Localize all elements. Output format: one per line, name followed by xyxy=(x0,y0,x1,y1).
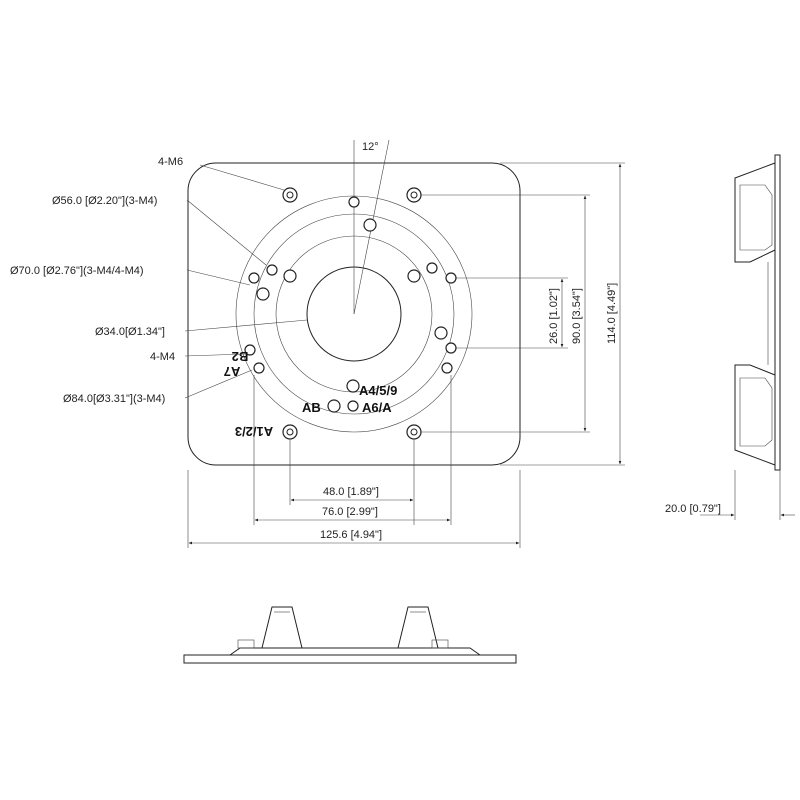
m4-hole-right-1 xyxy=(407,269,421,283)
m4-hole-left-2 xyxy=(266,264,278,276)
m4-hole-left-4 xyxy=(283,269,297,283)
label-a7: A7 xyxy=(224,364,241,379)
label-b2: B2 xyxy=(232,349,249,364)
front-view xyxy=(183,606,517,664)
m4-hole-left-3 xyxy=(256,287,270,301)
label-a6a: A6/A xyxy=(362,400,392,415)
m4-hole-left-6 xyxy=(253,362,265,374)
dim-90: 90.0 [3.54"] xyxy=(571,288,583,344)
m4-hole-upper-right xyxy=(363,218,377,232)
m4-hole-top xyxy=(348,196,360,208)
m4-hole-right-3 xyxy=(445,272,457,284)
m4-hole-right-6 xyxy=(441,362,453,374)
dim-20: 20.0 [0.79"] xyxy=(665,503,721,515)
m4-hole-bottom-1 xyxy=(346,379,360,393)
m4-hole-right-2 xyxy=(426,262,438,274)
m6-hole-bl xyxy=(282,424,298,440)
callout-m6: 4-M6 xyxy=(158,156,183,168)
dim-76: 76.0 [2.99"] xyxy=(322,506,378,518)
callout-d84: Ø84.0[Ø3.31"](3-M4) xyxy=(63,393,165,405)
m4-hole-right-4 xyxy=(434,326,448,340)
m6-hole-tl xyxy=(282,187,298,203)
label-a459: A4/5/9 xyxy=(359,383,397,398)
callout-m4: 4-M4 xyxy=(150,351,175,363)
callout-d56: Ø56.0 [Ø2.20"](3-M4) xyxy=(52,195,157,207)
label-ab: AB xyxy=(302,400,321,415)
dim-26: 26.0 [1.02"] xyxy=(548,288,560,344)
side-view xyxy=(700,154,795,520)
m4-hole-right-5 xyxy=(445,342,457,354)
angle-label: 12° xyxy=(362,141,379,153)
callout-d70: Ø70.0 [Ø2.76"](3-M4/4-M4) xyxy=(10,265,144,277)
m6-hole-tr xyxy=(406,187,422,203)
dim-48: 48.0 [1.89"] xyxy=(323,486,379,498)
m4-hole-bottom-3 xyxy=(347,400,359,412)
m4-hole-left-5 xyxy=(244,344,256,356)
m4-hole-left-1 xyxy=(248,272,260,284)
dim-114: 114.0 [4.49"] xyxy=(606,283,618,344)
callout-d34: Ø34.0[Ø1.34"] xyxy=(95,326,165,338)
dim-125: 125.6 [4.94"] xyxy=(320,529,382,541)
m4-hole-bottom-2 xyxy=(327,399,341,413)
m6-hole-br xyxy=(406,424,422,440)
